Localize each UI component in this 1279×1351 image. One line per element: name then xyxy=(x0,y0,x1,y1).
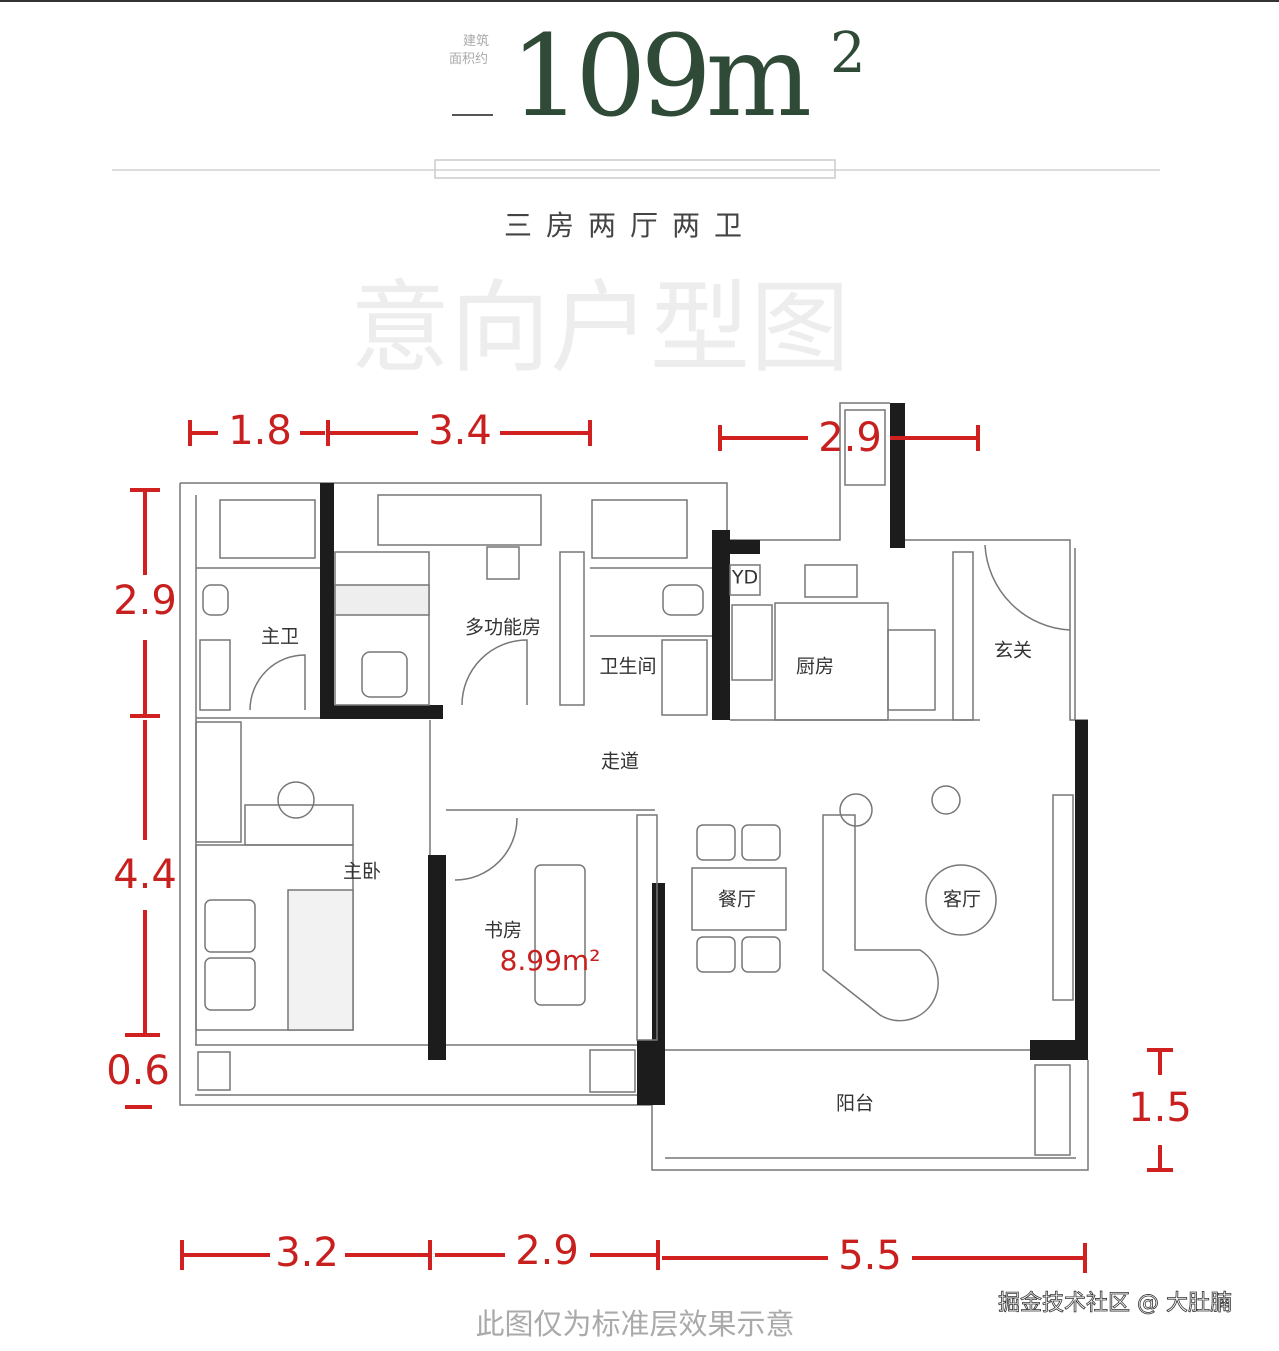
dim-left-3: 0.6 xyxy=(106,1048,170,1094)
area-value: 109m xyxy=(510,12,810,142)
header-rule-box xyxy=(434,159,836,179)
room-master-bath: 主卫 xyxy=(261,626,299,648)
disclaimer: 此图仅为标准层效果示意 xyxy=(475,1307,794,1341)
dim-bottom-3: 5.5 xyxy=(838,1233,902,1279)
room-entrance: 玄关 xyxy=(994,640,1032,662)
room-balcony: 阳台 xyxy=(836,1093,874,1115)
dimension-lines xyxy=(125,420,1173,1273)
dim-bottom-2: 2.9 xyxy=(515,1228,579,1274)
interior-fixtures xyxy=(195,409,1074,1156)
room-corridor: 走道 xyxy=(601,751,639,773)
room-living: 客厅 xyxy=(943,889,981,911)
area-caption-2: 面积约 xyxy=(449,52,488,67)
layout-type: 三房两厅两卫 xyxy=(504,209,756,242)
area-caption-1: 建筑 xyxy=(463,33,489,49)
dim-bottom-1: 3.2 xyxy=(275,1230,339,1276)
study-area: 8.99m² xyxy=(500,944,601,977)
watermark: 意向户型图 xyxy=(350,269,850,386)
dim-right-1: 1.5 xyxy=(1128,1085,1192,1131)
room-multi-function: 多功能房 xyxy=(465,617,541,639)
room-study: 书房 xyxy=(484,920,522,942)
room-master-bedroom: 主卧 xyxy=(343,861,381,883)
load-bearing-walls xyxy=(320,403,1088,1105)
dim-top-1: 1.8 xyxy=(228,408,292,454)
fridge-tag: YD xyxy=(731,567,758,589)
room-bathroom: 卫生间 xyxy=(599,656,656,678)
dim-left-2: 4.4 xyxy=(113,852,177,898)
dim-top-2: 3.4 xyxy=(428,408,492,454)
dim-top-3: 2.9 xyxy=(818,415,882,461)
area-unit-sup: 2 xyxy=(830,21,866,86)
room-dining: 餐厅 xyxy=(718,889,756,911)
room-kitchen: 厨房 xyxy=(796,656,834,678)
dim-left-1: 2.9 xyxy=(113,578,177,624)
credit-watermark: 掘金技术社区 @ 大肚腩 xyxy=(998,1291,1232,1316)
